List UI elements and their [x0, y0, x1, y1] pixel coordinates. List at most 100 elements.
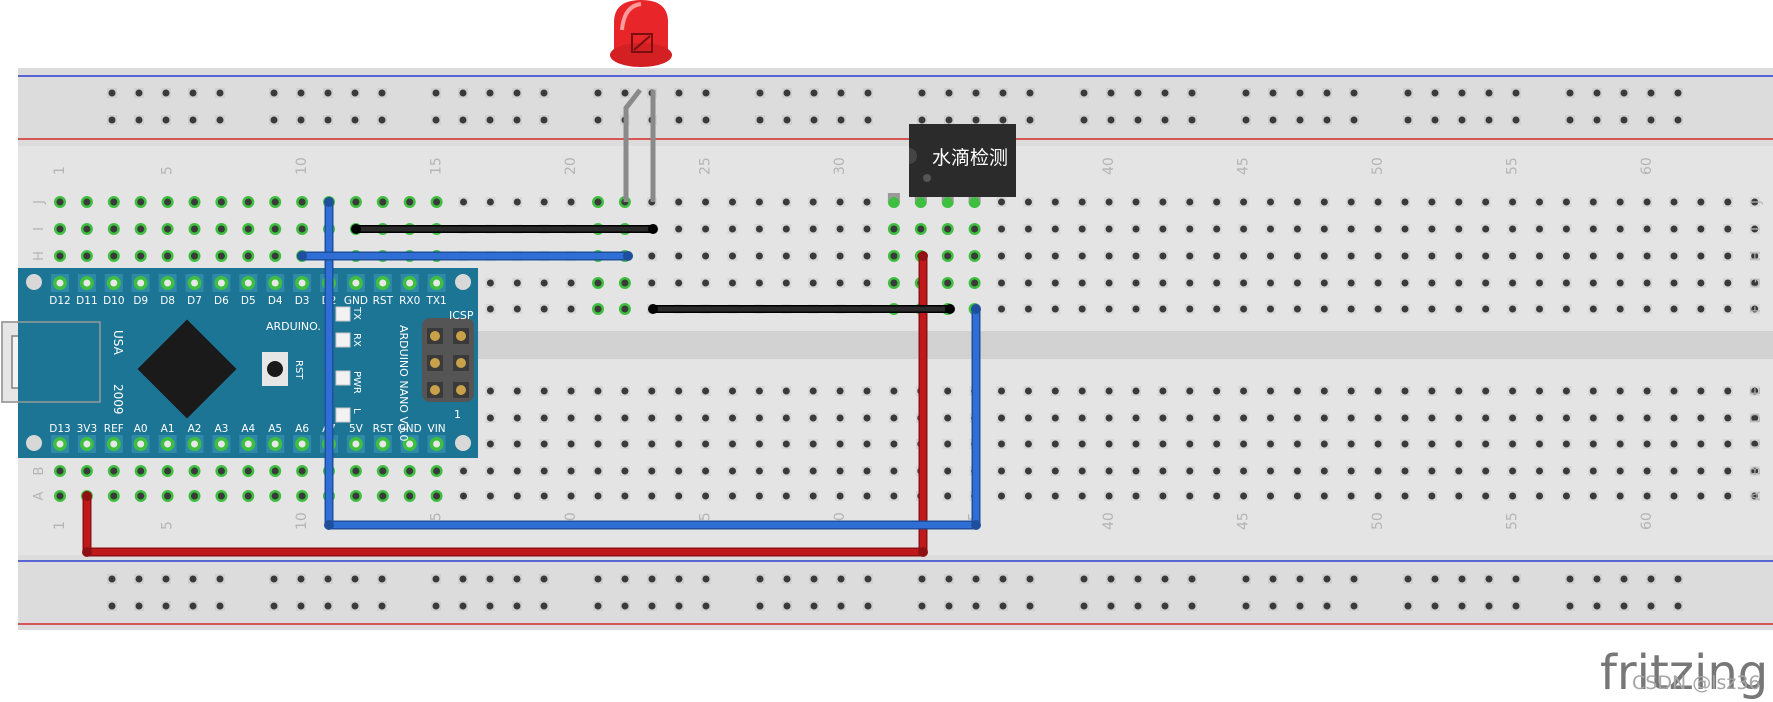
hole	[1347, 252, 1355, 260]
nano-pin	[83, 440, 91, 448]
hole	[1105, 414, 1113, 422]
sensor-label: 水滴检测	[932, 147, 1008, 169]
rail-hole	[297, 116, 305, 124]
hole	[809, 387, 817, 395]
hole	[890, 225, 898, 233]
hole	[755, 252, 763, 260]
rail-hole	[1323, 116, 1331, 124]
hole	[1428, 198, 1436, 206]
rail-hole	[297, 575, 305, 583]
hole	[1374, 414, 1382, 422]
rail-hole	[1674, 89, 1682, 97]
hole	[782, 225, 790, 233]
hole	[917, 225, 925, 233]
rail-hole	[702, 89, 710, 97]
hole	[83, 198, 91, 206]
nano-pin	[110, 279, 118, 287]
hole	[621, 305, 629, 313]
nano-model-label: ARDUINO NANO V3.0	[397, 325, 410, 441]
rail-hole	[1296, 89, 1304, 97]
hole	[675, 440, 683, 448]
hole	[1455, 387, 1463, 395]
rail-hole	[432, 116, 440, 124]
hole	[567, 305, 575, 313]
hole	[1482, 305, 1490, 313]
status-led-label: RX	[351, 333, 362, 347]
hole	[1347, 225, 1355, 233]
rail-hole	[756, 116, 764, 124]
hole	[755, 414, 763, 422]
hole	[944, 279, 952, 287]
hole	[594, 387, 602, 395]
hole	[1186, 467, 1194, 475]
nano-pin	[56, 440, 64, 448]
hole	[217, 252, 225, 260]
mcu-chip	[137, 319, 237, 419]
rail-hole	[378, 575, 386, 583]
hole	[998, 467, 1005, 475]
nano-pin	[352, 440, 360, 448]
hole	[675, 414, 683, 422]
hole	[944, 387, 952, 395]
hole	[1428, 387, 1436, 395]
column-number: 15	[429, 157, 445, 175]
hole	[137, 225, 145, 233]
column-number: 55	[1505, 157, 1521, 175]
hole	[755, 198, 763, 206]
sensor-notch	[909, 148, 917, 164]
rail-hole	[810, 116, 818, 124]
rail-hole	[189, 575, 197, 583]
rail-hole	[1269, 89, 1277, 97]
hole	[352, 467, 360, 475]
row-letter-right: C	[1749, 439, 1764, 448]
hole	[1132, 467, 1140, 475]
hole	[1024, 225, 1032, 233]
nano-brand-label: ARDUINO.	[266, 320, 321, 333]
nano-pin-label: A3	[214, 423, 228, 435]
hole	[1482, 492, 1490, 500]
hole	[1051, 225, 1059, 233]
hole	[1293, 252, 1301, 260]
hole	[1697, 305, 1705, 313]
hole	[217, 198, 225, 206]
hole	[1240, 414, 1248, 422]
nano-pin	[406, 279, 414, 287]
hole	[83, 225, 91, 233]
row-letter-right: D	[1749, 413, 1764, 423]
rail-hole	[1566, 575, 1574, 583]
hole	[971, 225, 979, 233]
hole	[137, 467, 145, 475]
rail-hole	[1620, 575, 1628, 583]
hole	[836, 467, 844, 475]
rail-hole	[837, 116, 845, 124]
hole	[1159, 467, 1167, 475]
hole	[567, 440, 575, 448]
hole	[1267, 387, 1274, 395]
rail-hole	[1323, 602, 1331, 610]
hole	[191, 492, 198, 500]
hole	[863, 225, 871, 233]
nano-pin	[379, 279, 387, 287]
rail-hole	[1485, 575, 1493, 583]
nano-pin-label: GND	[398, 423, 422, 435]
hole	[944, 440, 952, 448]
hole	[1240, 225, 1248, 233]
hole	[1536, 279, 1543, 287]
column-number: 40	[1101, 512, 1117, 530]
hole	[513, 387, 521, 395]
hole	[1670, 252, 1678, 260]
hole	[755, 387, 763, 395]
hole	[1697, 492, 1705, 500]
hole	[648, 279, 656, 287]
hole	[1562, 305, 1570, 313]
rail-hole	[1134, 116, 1142, 124]
status-led-label: L	[351, 408, 362, 414]
hole	[56, 492, 64, 500]
hole	[1482, 414, 1490, 422]
hole	[352, 492, 360, 500]
hole	[1320, 305, 1328, 313]
hole	[1051, 440, 1059, 448]
hole	[863, 414, 871, 422]
hole	[244, 492, 252, 500]
hole	[1643, 305, 1651, 313]
